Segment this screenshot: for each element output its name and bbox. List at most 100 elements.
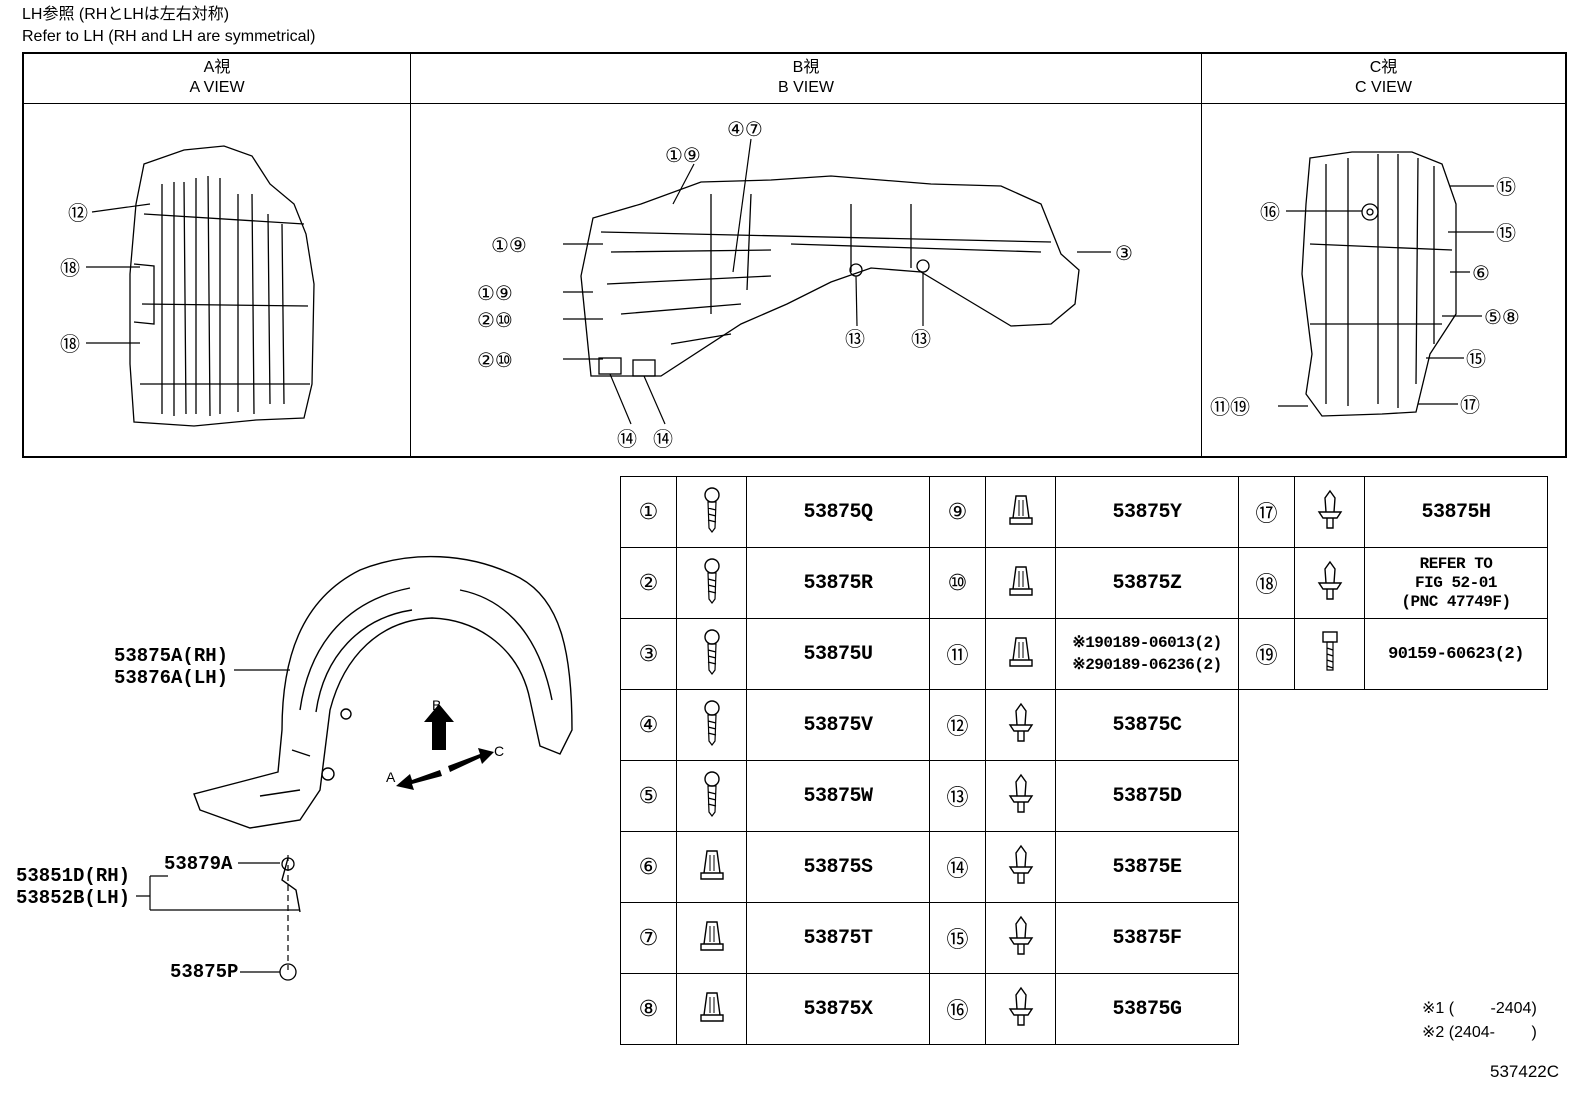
- b-callout-4-7: ④⑦: [727, 119, 763, 141]
- part-index: ⑦: [620, 902, 677, 974]
- part-number: 90159-60623(2): [1364, 618, 1548, 690]
- part-number: 53875W: [746, 760, 930, 832]
- b-leader-14-right: [643, 375, 666, 425]
- part-number: 53875F: [1055, 902, 1239, 974]
- empty-cell: [1239, 761, 1548, 832]
- part-number: 53875Y: [1055, 476, 1239, 548]
- screw-icon: [676, 618, 747, 690]
- clip-icon: [985, 689, 1056, 761]
- a-view-liner-outline: [129, 145, 315, 427]
- part-number: 53875H: [1364, 476, 1548, 548]
- a-view-heading: A視 A VIEW: [24, 54, 410, 104]
- part-number-line: FIG 52-01: [1415, 573, 1497, 592]
- b-callout-1-9-low: ①⑨: [477, 283, 513, 305]
- part-index: ⑱: [1238, 547, 1295, 619]
- part-number-line: REFER TO: [1419, 554, 1493, 573]
- b-view-heading: B視 B VIEW: [411, 54, 1201, 104]
- part-index: ①: [620, 476, 677, 548]
- b-view-title-jp: B視: [792, 59, 820, 76]
- c-callout-15-upper: ⑮: [1496, 222, 1516, 245]
- b-leader-19-top: [672, 163, 695, 205]
- b-callout-14-left: ⑭: [617, 428, 637, 451]
- part-index: ⑨: [929, 476, 986, 548]
- part-number: 53875S: [746, 831, 930, 903]
- part-index: ⑰: [1238, 476, 1295, 548]
- bolt-icon: [1294, 618, 1365, 690]
- part-number: 53875D: [1055, 760, 1239, 832]
- c-callout-15-lower: ⑮: [1466, 348, 1486, 371]
- b-callout-13-left: ⑬: [845, 328, 865, 351]
- b-callout-13-right: ⑬: [911, 328, 931, 351]
- bracket-outline: [281, 857, 301, 913]
- c-callout-15-top: ⑮: [1496, 176, 1516, 199]
- part-number-line: (PNC 47749F): [1401, 592, 1511, 611]
- b-callout-1-9-mid: ①⑨: [491, 235, 527, 257]
- part-number: 53875Q: [746, 476, 930, 548]
- a-view-title-en: A VIEW: [189, 79, 245, 96]
- header-note-en: Refer to LH (RH and LH are symmetrical): [22, 28, 316, 45]
- c-view-heading: C視 C VIEW: [1202, 54, 1565, 104]
- b-leader-13-left: [855, 275, 858, 327]
- c-callout-5-8: ⑤⑧: [1484, 307, 1520, 329]
- part-number: 53875U: [746, 618, 930, 690]
- screw-icon: [676, 760, 747, 832]
- clip-icon: [1294, 476, 1365, 548]
- part-index: ⑫: [929, 689, 986, 761]
- nut-icon: [985, 547, 1056, 619]
- arrow-label-b: B: [432, 697, 441, 713]
- c-callout-16: ⑯: [1260, 201, 1280, 224]
- header-note-jp: LH参照 (RHとLHは左右対称): [22, 6, 230, 23]
- screw-icon: [676, 689, 747, 761]
- a-callout-18-upper: ⑱: [60, 257, 80, 280]
- b-view-drawing: ④⑦ ①⑨ ①⑨ ①⑨ ②⑩ ②⑩ ③ ⑬ ⑬ ⑭ ⑭: [477, 119, 1133, 451]
- part-number: 53875C: [1055, 689, 1239, 761]
- b-view-liner-outline: [580, 175, 1080, 377]
- part-index: ⑭: [929, 831, 986, 903]
- part-index: ⑩: [929, 547, 986, 619]
- nut-icon: [676, 973, 747, 1045]
- clip-icon: [985, 902, 1056, 974]
- c-callout-11-19: ⑪⑲: [1210, 396, 1250, 419]
- clip-nut-symbol: [281, 857, 295, 871]
- arrow-label-c: C: [494, 743, 504, 759]
- arrow-a: [396, 770, 442, 790]
- a-leader-12: [91, 203, 151, 213]
- part-number: 53875E: [1055, 831, 1239, 903]
- part-index: ④: [620, 689, 677, 761]
- a-callout-12: ⑫: [68, 202, 88, 225]
- part-number: 53875T: [746, 902, 930, 974]
- part-number: 53875R: [746, 547, 930, 619]
- part-number: 53875V: [746, 689, 930, 761]
- arrow-c: [448, 748, 494, 772]
- arrow-b: [424, 704, 454, 750]
- nut-label: 53879A: [164, 853, 233, 875]
- fender-liner-outline: [193, 555, 573, 829]
- part-number: ※190189-06013(2)※290189-06236(2): [1055, 618, 1239, 690]
- part-index: ⑪: [929, 618, 986, 690]
- part-index: ⑧: [620, 973, 677, 1045]
- part-index: ⑥: [620, 831, 677, 903]
- clip-icon: [985, 831, 1056, 903]
- a-view-drawing: ⑫ ⑱ ⑱: [60, 145, 315, 427]
- b-callout-3: ③: [1115, 243, 1133, 265]
- screw-icon: [676, 476, 747, 548]
- screw-icon: [676, 547, 747, 619]
- b-leader-14-left: [609, 373, 632, 425]
- view-direction-arrows: [396, 704, 494, 790]
- c-view-liner-outline: [1301, 151, 1457, 417]
- part-index: ⑲: [1238, 618, 1295, 690]
- part-number: 53875G: [1055, 973, 1239, 1045]
- part-index: ⑬: [929, 760, 986, 832]
- b-callout-1-9-top: ①⑨: [665, 145, 701, 167]
- bracket-rh-label: 53851D(RH): [16, 865, 131, 887]
- figure-code: 537422C: [1490, 1062, 1560, 1081]
- clip-icon: [985, 760, 1056, 832]
